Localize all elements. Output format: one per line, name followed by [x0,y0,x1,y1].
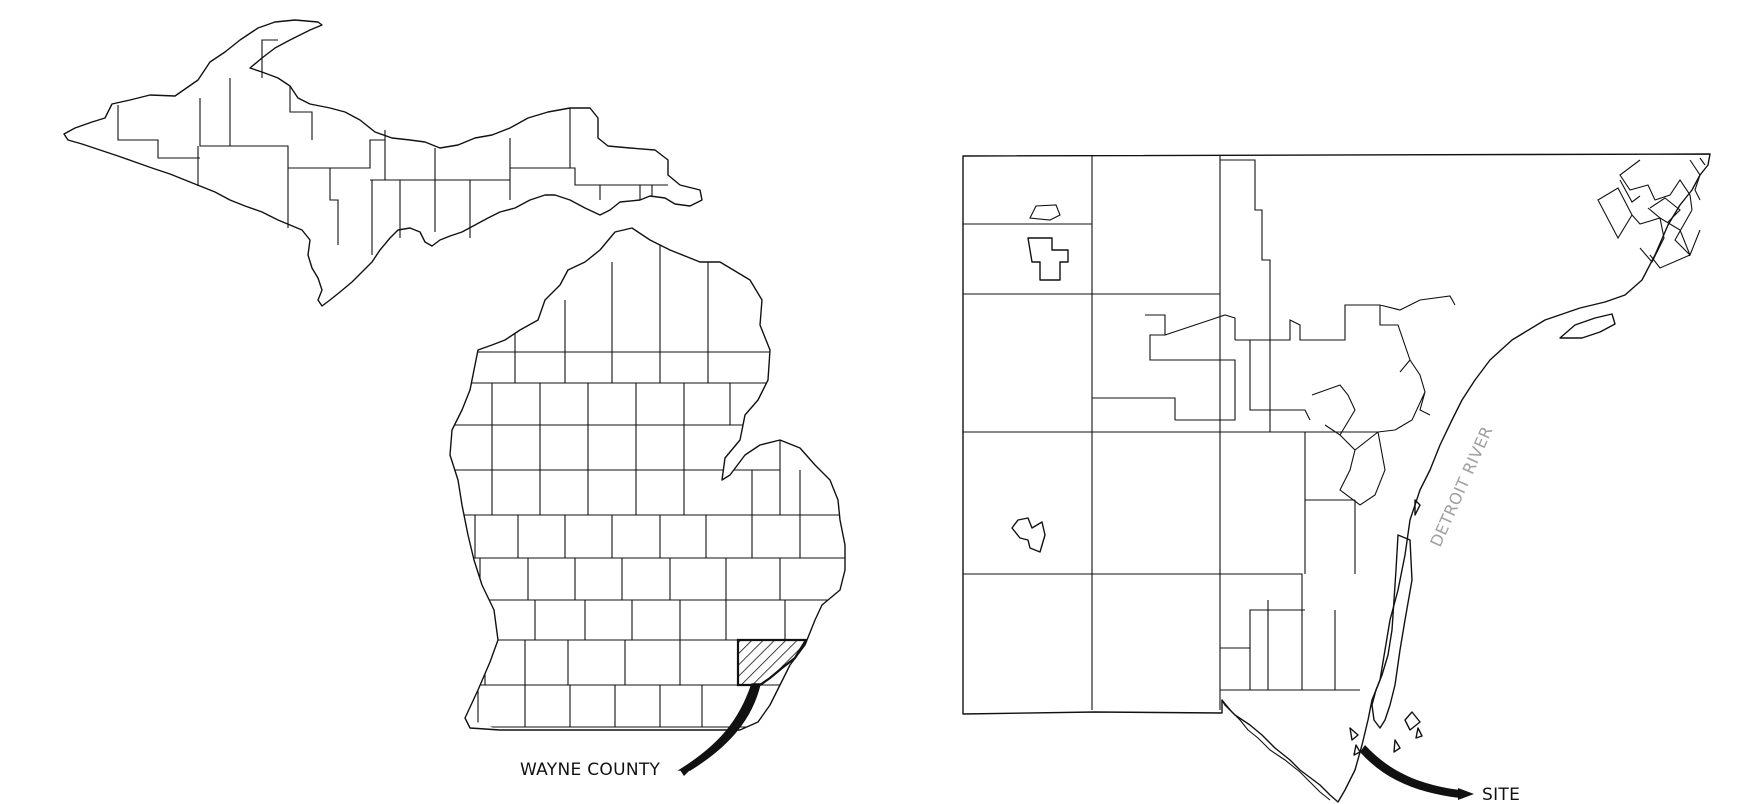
grosse-ile [1371,534,1413,729]
southern-shoreline-detail [1221,699,1331,801]
upper-peninsula-county-lines [117,39,668,255]
wayne-county-townships [963,156,1378,710]
lake-st-clair-islands [1559,313,1616,339]
site-label: SITE [1482,785,1520,804]
upper-peninsula-outline [63,19,703,307]
detroit-river-label: DETROIT RIVER [1426,423,1496,549]
western-tract-b [1011,517,1046,553]
river-islands [1349,499,1423,756]
lower-peninsula-outline [449,227,846,731]
site-arrow-head [1458,788,1474,800]
western-tract-a [1027,237,1069,281]
upper-peninsula [63,19,703,307]
site-arrow [1360,745,1460,798]
wayne-county-outline [962,153,1711,803]
lower-peninsula [449,227,846,731]
wayne-county-detail-map [962,153,1711,803]
northeast-townships [1619,157,1706,269]
lower-peninsula-county-grid [450,240,845,728]
northern-boundary-lines [1029,179,1681,506]
wayne-county-highlight [736,638,808,687]
wayne-county-label: WAYNE COUNTY [520,760,661,780]
